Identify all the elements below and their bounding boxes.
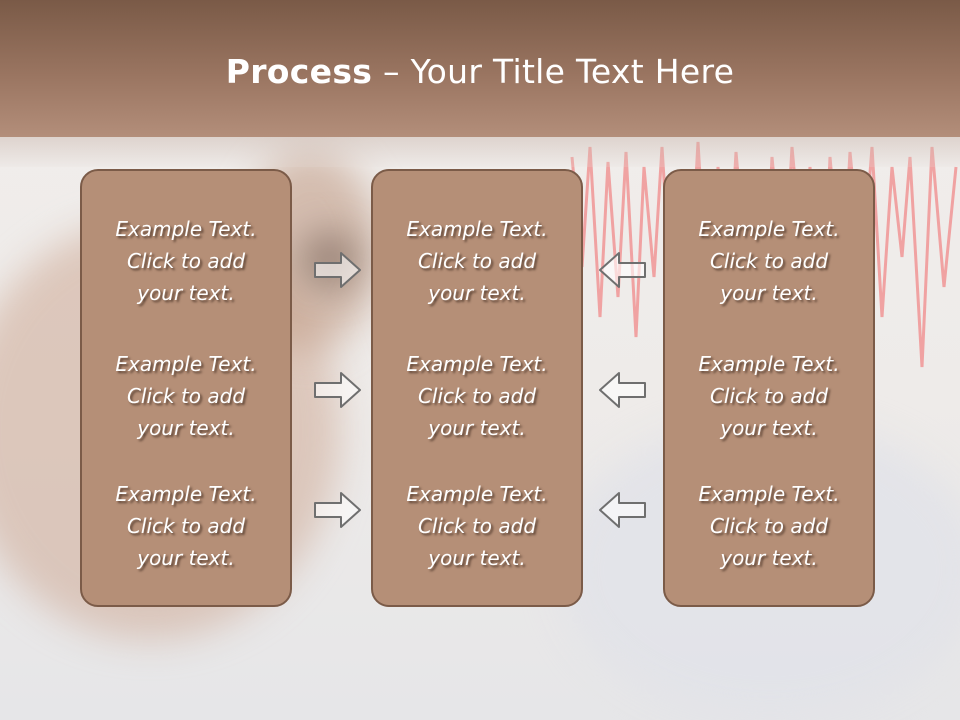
text-block[interactable]: Example Text. Click to add your text. [665,213,873,309]
text-line: Example Text. [115,352,257,376]
text-line: Click to add [417,384,537,408]
text-line: your text. [720,416,818,440]
text-line: Click to add [126,514,246,538]
text-line: your text. [428,546,526,570]
text-line: Example Text. [698,217,840,241]
text-line: Click to add [709,384,829,408]
text-block[interactable]: Example Text. Click to add your text. [82,213,290,309]
text-block[interactable]: Example Text. Click to add your text. [665,478,873,574]
text-line: Example Text. [115,482,257,506]
text-block[interactable]: Example Text. Click to add your text. [373,478,581,574]
text-block[interactable]: Example Text. Click to add your text. [373,348,581,444]
text-block[interactable]: Example Text. Click to add your text. [373,213,581,309]
text-line: Example Text. [698,482,840,506]
text-line: Click to add [126,384,246,408]
process-box-left[interactable]: Example Text. Click to add your text. Ex… [80,169,292,607]
text-line: Click to add [709,514,829,538]
text-line: Click to add [709,249,829,273]
text-line: Click to add [417,249,537,273]
title-bar [0,0,960,137]
title-bold: Process [225,52,373,91]
arrow-right-icon [314,492,361,528]
text-block[interactable]: Example Text. Click to add your text. [665,348,873,444]
text-line: Click to add [417,514,537,538]
text-block[interactable]: Example Text. Click to add your text. [82,478,290,574]
arrow-right-icon [314,252,361,288]
text-line: Example Text. [406,217,548,241]
arrow-left-icon [599,492,646,528]
text-line: Example Text. [406,482,548,506]
title-rest: – Your Title Text Here [372,52,735,91]
text-line: your text. [137,546,235,570]
text-line: Click to add [126,249,246,273]
text-line: your text. [428,416,526,440]
text-line: Example Text. [115,217,257,241]
process-box-right[interactable]: Example Text. Click to add your text. Ex… [663,169,875,607]
arrow-right-icon [314,372,361,408]
text-block[interactable]: Example Text. Click to add your text. [82,348,290,444]
arrow-left-icon [599,372,646,408]
text-line: Example Text. [406,352,548,376]
title-strip [0,137,960,167]
text-line: your text. [428,281,526,305]
process-box-center[interactable]: Example Text. Click to add your text. Ex… [371,169,583,607]
text-line: Example Text. [698,352,840,376]
text-line: your text. [137,281,235,305]
text-line: your text. [720,546,818,570]
text-line: your text. [137,416,235,440]
slide-title[interactable]: Process – Your Title Text Here [0,52,960,91]
arrow-left-icon [599,252,646,288]
text-line: your text. [720,281,818,305]
